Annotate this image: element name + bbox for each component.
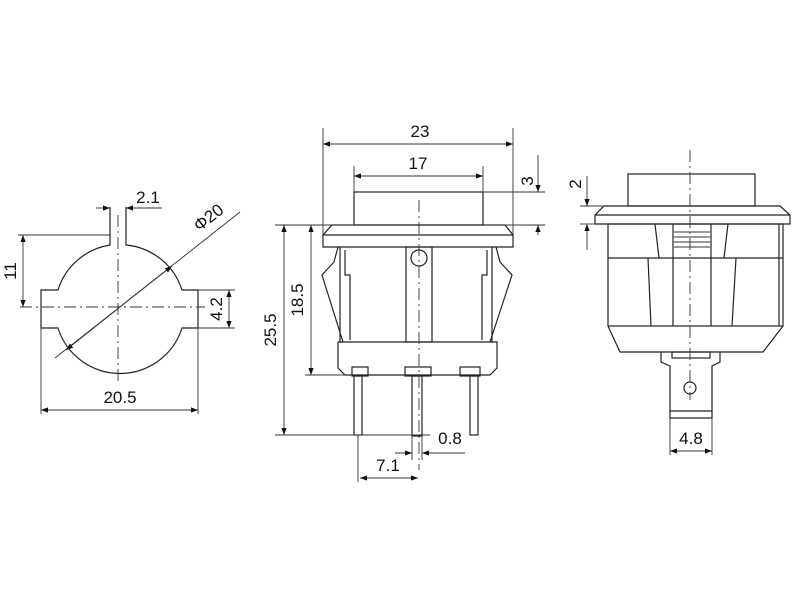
dim-flange-thickness: 2 <box>566 179 585 188</box>
base <box>337 341 498 376</box>
front-view: 23 17 3 25.5 18.5 0.8 7.1 <box>261 122 545 482</box>
dim-overall-width: 20.5 <box>103 388 136 407</box>
side-view: 2 4.8 <box>566 150 791 455</box>
body <box>607 223 784 327</box>
pin-right <box>469 375 479 436</box>
dim-button-width: 17 <box>409 154 428 173</box>
dim-tab-width: 2.1 <box>136 188 160 207</box>
dim-body-height: 18.5 <box>288 283 307 316</box>
dim-diameter: Φ20 <box>190 200 227 235</box>
dim-pin-spacing: 7.1 <box>376 456 400 475</box>
pin-middle <box>411 375 423 437</box>
terminal <box>660 352 721 419</box>
dim-pin-thickness: 0.8 <box>438 429 462 448</box>
dim-total-height: 25.5 <box>261 313 280 346</box>
pin-left <box>353 375 363 436</box>
switch-outline <box>40 207 199 374</box>
dim-flange-width: 23 <box>411 122 430 141</box>
flange <box>322 224 514 248</box>
base <box>607 325 784 353</box>
mounting-clips <box>321 246 513 343</box>
top-view: 2.1 11 Φ20 4.2 20.5 <box>1 188 241 414</box>
dim-flat-height: 4.2 <box>207 297 226 321</box>
dim-height-to-center: 11 <box>1 262 20 280</box>
dim-terminal-width: 4.8 <box>679 429 703 448</box>
dim-button-height: 3 <box>518 176 537 185</box>
body <box>339 247 493 342</box>
button <box>627 173 756 207</box>
button <box>353 191 484 226</box>
